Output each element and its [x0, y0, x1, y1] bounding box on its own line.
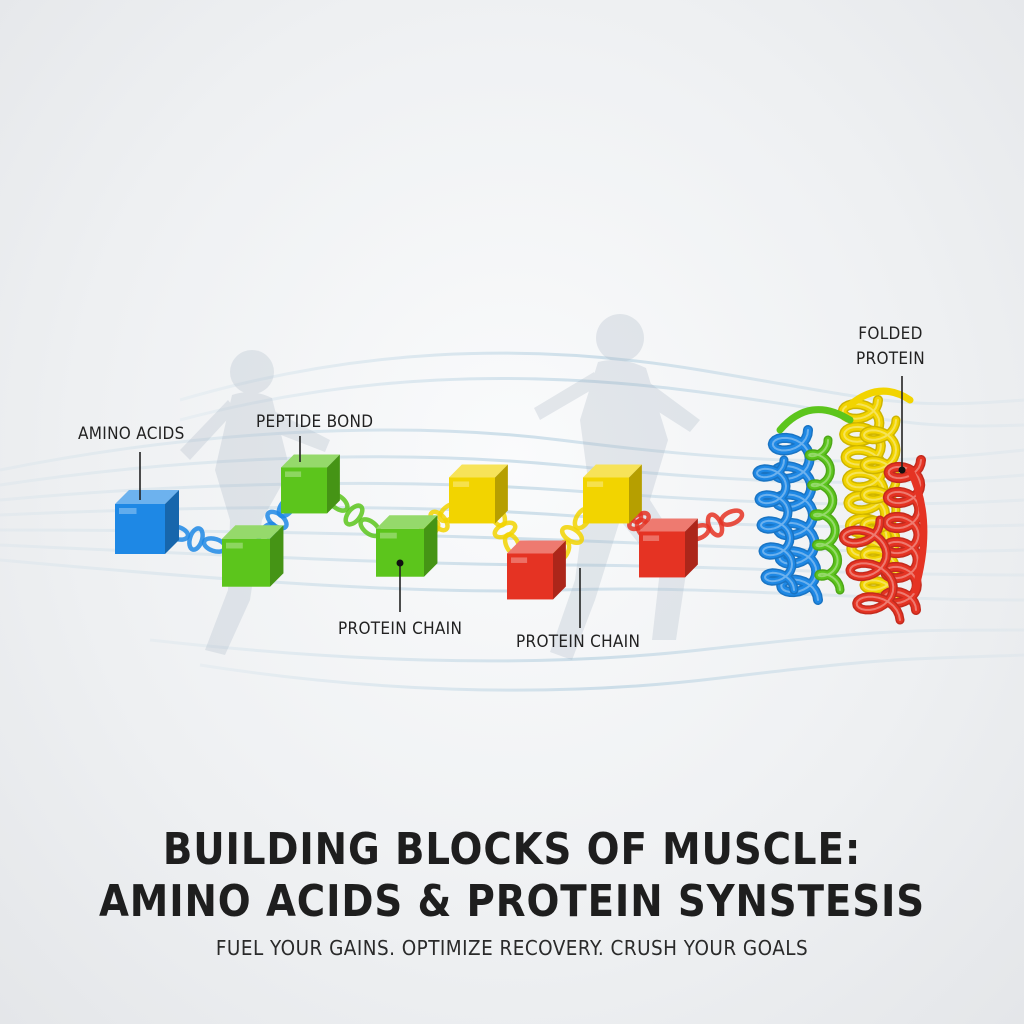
chain-link — [187, 526, 205, 552]
cube-front-face — [222, 538, 270, 587]
cube-highlight — [643, 535, 660, 541]
folded-coil-shine — [842, 519, 901, 621]
protein-chain-label-1: PROTEIN CHAIN — [338, 619, 463, 639]
cube-top-face — [449, 464, 508, 478]
amino-acid-cube-red — [507, 540, 566, 600]
folded-protein-structure — [752, 387, 928, 625]
cube-side-face — [553, 540, 566, 600]
amino-acids-label: AMINO ACIDS — [78, 424, 185, 444]
folded-connector — [846, 387, 914, 409]
protein-chain-label-2: PROTEIN CHAIN — [516, 632, 641, 652]
chain-link — [719, 508, 745, 527]
label-leader-dots — [396, 466, 906, 567]
cube-side-face — [165, 490, 179, 554]
cube-front-face — [449, 477, 495, 524]
cube-front-face — [281, 467, 327, 514]
cube-highlight — [511, 557, 528, 563]
folded-coil-shine — [756, 459, 795, 591]
title-line-2: AMINO ACIDS & PROTEIN SYNSTESIS — [98, 876, 926, 927]
cube-top-face — [376, 515, 438, 529]
cube-front-face — [639, 531, 685, 578]
folded-coil — [754, 457, 797, 593]
amino-acid-cube-green — [222, 525, 284, 587]
folded-connector — [776, 406, 854, 434]
folded-protein-label: FOLDED PROTEIN — [856, 322, 925, 372]
amino-acid-cube-red — [639, 518, 698, 578]
cube-highlight — [285, 471, 302, 477]
cube-side-face — [327, 454, 340, 514]
folded-connector — [906, 466, 928, 594]
cube-top-face — [281, 454, 340, 468]
cube-highlight — [587, 481, 604, 487]
cube-side-face — [685, 518, 698, 578]
folded-protein-label-line2: PROTEIN — [856, 349, 925, 369]
folded-coil — [806, 437, 843, 593]
cube-front-face — [507, 553, 553, 600]
cube-top-face — [639, 518, 698, 532]
cube-side-face — [629, 464, 642, 524]
amino-acid-cube-green — [281, 454, 340, 514]
folded-protein-label-line1: FOLDED — [858, 324, 923, 344]
cube-highlight — [380, 532, 397, 539]
cube-side-face — [270, 525, 284, 587]
amino-acid-cube-blue — [115, 490, 179, 554]
cube-side-face — [495, 464, 508, 524]
cube-highlight — [453, 481, 470, 487]
cube-top-face — [507, 540, 566, 554]
chain-link — [343, 503, 365, 527]
chain-link — [559, 524, 585, 546]
cube-front-face — [583, 477, 629, 524]
peptide-bond-label: PEPTIDE BOND — [256, 412, 374, 432]
amino-acid-cube-yellow — [449, 464, 508, 524]
cube-front-face — [115, 504, 165, 554]
cube-top-face — [222, 525, 284, 539]
cube-top-face — [115, 490, 179, 504]
tagline: FUEL YOUR GAINS. OPTIMIZE RECOVERY. CRUS… — [215, 936, 809, 960]
amino-acid-cube-green — [376, 515, 438, 577]
cube-highlight — [226, 542, 243, 549]
cube-top-face — [583, 464, 642, 478]
cube-side-face — [424, 515, 438, 577]
amino-acid-cube-yellow — [583, 464, 642, 524]
label-leader-lines — [139, 376, 903, 628]
folded-coil-shine — [808, 439, 841, 591]
title-line-1: BUILDING BLOCKS OF MUSCLE: — [162, 824, 862, 875]
cube-highlight — [119, 508, 137, 514]
folded-coil — [840, 517, 903, 623]
